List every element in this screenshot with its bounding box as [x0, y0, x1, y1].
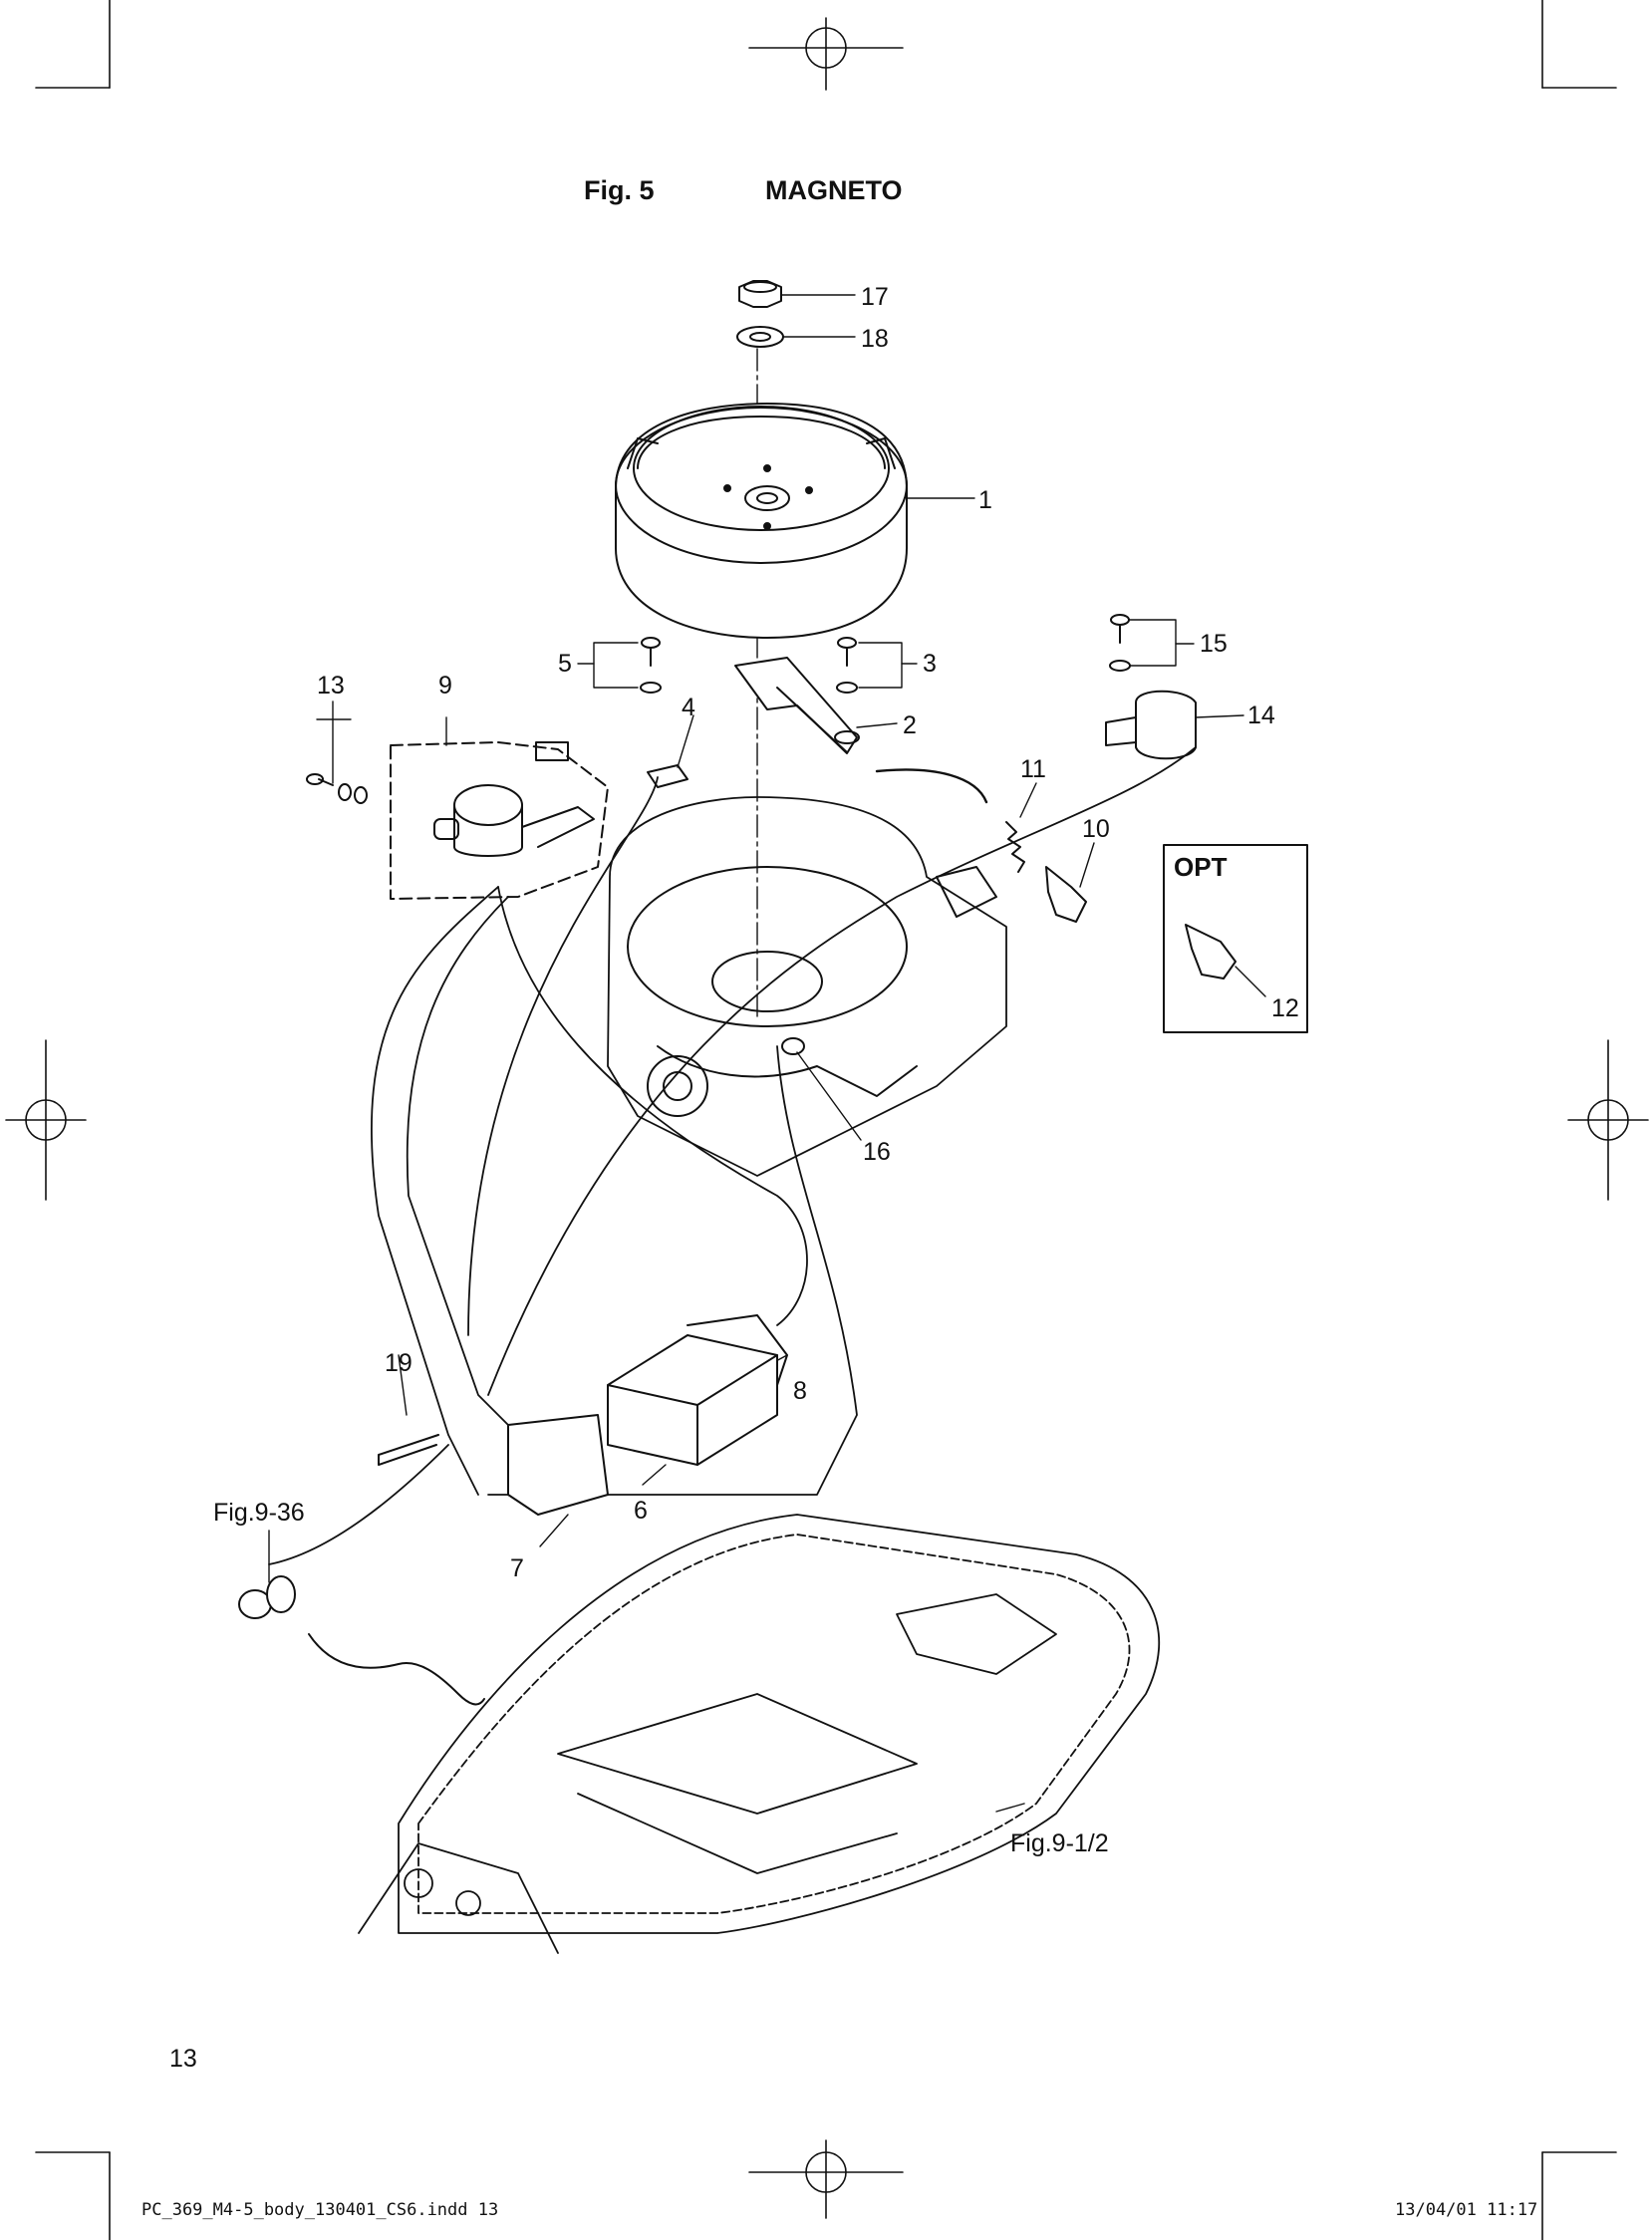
callout-13: 13 [317, 672, 345, 700]
callout-4: 4 [682, 694, 695, 721]
callout-7: 7 [510, 1554, 524, 1582]
nut-part-17 [738, 280, 782, 308]
spring-part-11 [1005, 821, 1025, 873]
plug-cap-part-10 [1045, 866, 1087, 923]
coil-group-box-part-9 [390, 741, 609, 900]
opt-box [1163, 844, 1308, 1033]
flywheel-part-1 [615, 403, 908, 639]
bracket-part-7 [507, 1414, 609, 1516]
callout-10: 10 [1082, 815, 1110, 843]
callout-18: 18 [861, 325, 889, 353]
bottom-cowling [358, 1514, 1161, 1954]
pin-part-19 [378, 1434, 439, 1466]
ref-lanyard: Fig.9-36 [213, 1499, 305, 1527]
callout-1: 1 [978, 486, 992, 514]
callout-17: 17 [861, 283, 889, 311]
opt-label: OPT [1174, 852, 1228, 882]
washer-part-18 [736, 326, 784, 348]
plug-cap-part-12 [1185, 924, 1237, 980]
callout-2: 2 [903, 711, 917, 739]
footer-date: 13/04/01 11:17 [1395, 2200, 1538, 2220]
callout-8: 8 [793, 1377, 807, 1405]
screw-part-5 [640, 637, 662, 694]
stator-base [607, 796, 1007, 1177]
band-part-8 [687, 1314, 788, 1386]
figure-title: MAGNETO [765, 175, 903, 205]
stop-switch-lanyard [238, 1575, 485, 1706]
pulser-coil-part-2 [734, 657, 860, 754]
bolt-washers-part-13 [306, 773, 368, 804]
high-tension-lead [875, 768, 988, 804]
callout-3: 3 [923, 650, 937, 678]
crop-marks [5, 0, 1649, 2240]
screw-part-15 [1109, 614, 1131, 672]
cdi-unit-part-6 [607, 1334, 778, 1466]
screw-part-3 [836, 637, 858, 694]
ref-cowling: Fig.9-1/2 [1010, 1829, 1109, 1857]
callout-12: 12 [1271, 994, 1299, 1022]
callout-19: 19 [385, 1349, 413, 1377]
page-number: 13 [169, 2045, 197, 2073]
callout-6: 6 [634, 1497, 648, 1525]
callout-5: 5 [558, 650, 572, 678]
footer-file: PC_369_M4-5_body_130401_CS6.indd 13 [141, 2200, 499, 2220]
callout-15: 15 [1200, 630, 1228, 658]
wire-harness [268, 746, 1197, 1565]
callout-16: 16 [863, 1138, 891, 1166]
callout-14: 14 [1247, 701, 1275, 729]
coil-part-14 [1105, 690, 1197, 760]
callout-11: 11 [1020, 755, 1046, 783]
callout-9: 9 [438, 672, 452, 700]
ignition-coil-part-9 [433, 741, 595, 857]
figure-number: Fig. 5 [584, 175, 655, 205]
clamp-part-4 [647, 764, 688, 788]
grommet-part-16 [781, 1037, 805, 1055]
